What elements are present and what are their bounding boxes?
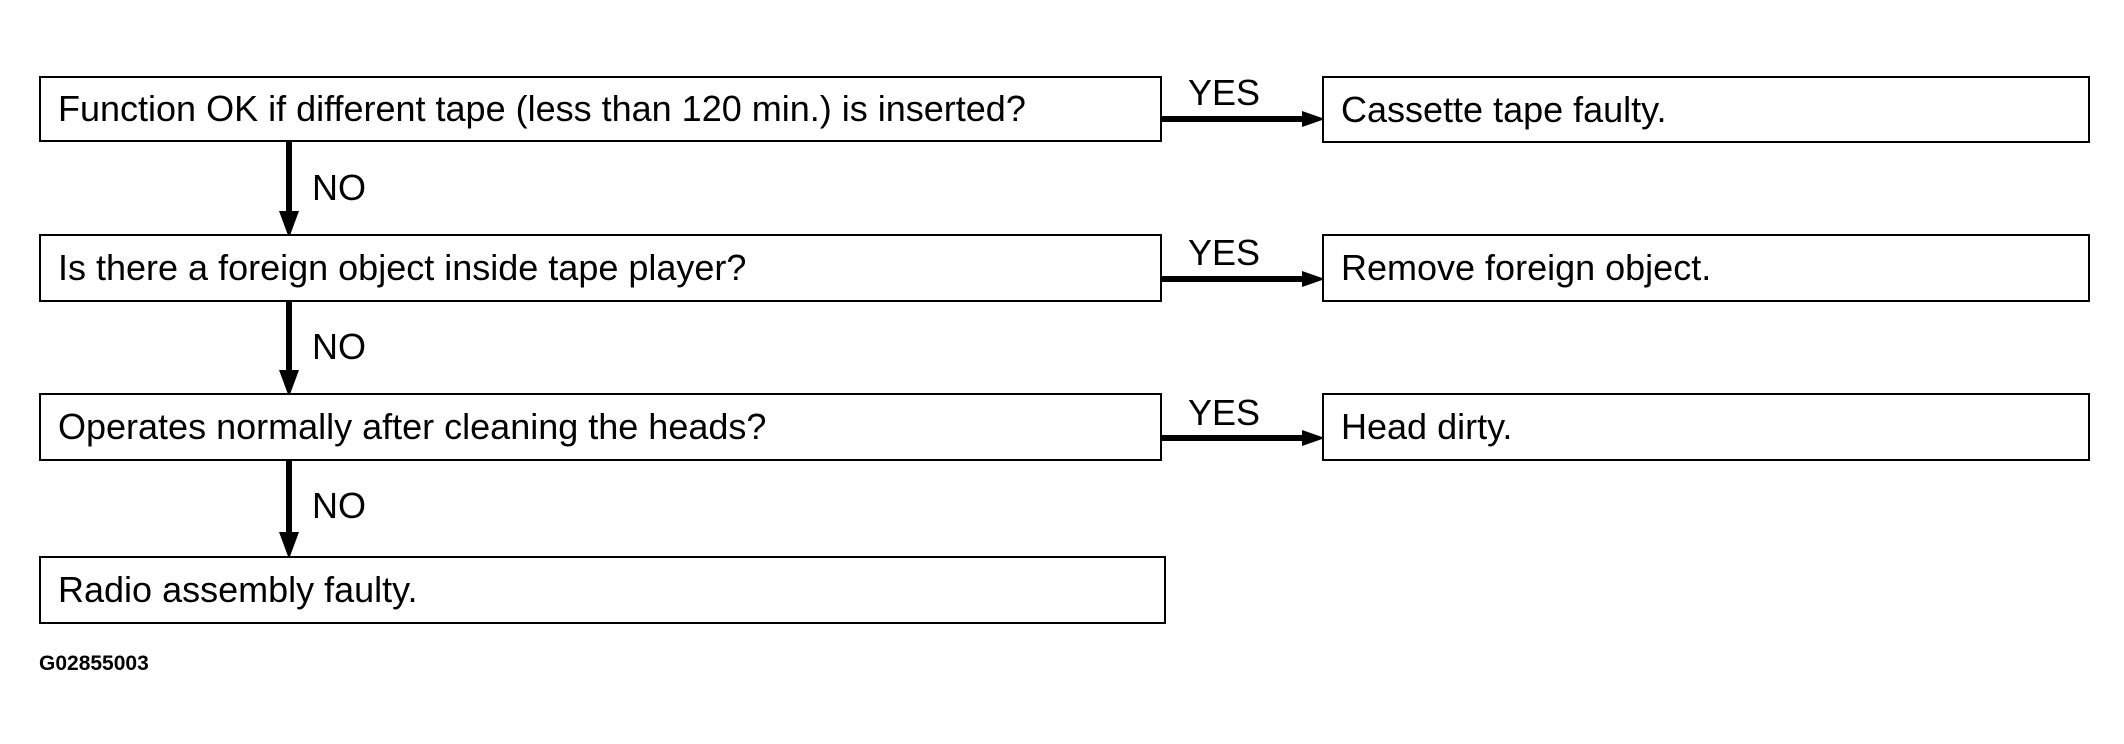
question-text-1: Function OK if different tape (less than… <box>58 88 1026 129</box>
no-label-3: NO <box>312 485 366 526</box>
yes-arrow-2 <box>1160 271 1325 287</box>
no-label-2: NO <box>312 326 366 367</box>
yes-label-1: YES <box>1188 72 1261 113</box>
question-box-2: Is there a foreign object inside tape pl… <box>39 234 1162 302</box>
result-box-1: Cassette tape faulty. <box>1322 76 2090 143</box>
final-result-box: Radio assembly faulty. <box>39 556 1166 624</box>
yes-arrow-3 <box>1160 430 1325 446</box>
question-text-3: Operates normally after cleaning the hea… <box>58 406 767 447</box>
result-text-3: Head dirty. <box>1341 406 1513 447</box>
final-result-text: Radio assembly faulty. <box>58 569 418 610</box>
question-text-2: Is there a foreign object inside tape pl… <box>58 247 747 288</box>
question-box-3: Operates normally after cleaning the hea… <box>39 393 1162 461</box>
no-arrow-1 <box>279 141 299 238</box>
yes-arrow-1 <box>1160 111 1325 127</box>
question-box-1: Function OK if different tape (less than… <box>39 76 1162 142</box>
yes-label-2: YES <box>1188 232 1261 273</box>
no-arrow-3 <box>279 460 299 559</box>
figure-code: G02855003 <box>39 652 149 675</box>
result-text-2: Remove foreign object. <box>1341 247 1712 288</box>
no-label-1: NO <box>312 167 366 208</box>
result-box-3: Head dirty. <box>1322 393 2090 461</box>
result-box-2: Remove foreign object. <box>1322 234 2090 302</box>
no-arrow-2 <box>279 301 299 397</box>
result-text-1: Cassette tape faulty. <box>1341 88 1667 130</box>
yes-label-3: YES <box>1188 392 1261 433</box>
